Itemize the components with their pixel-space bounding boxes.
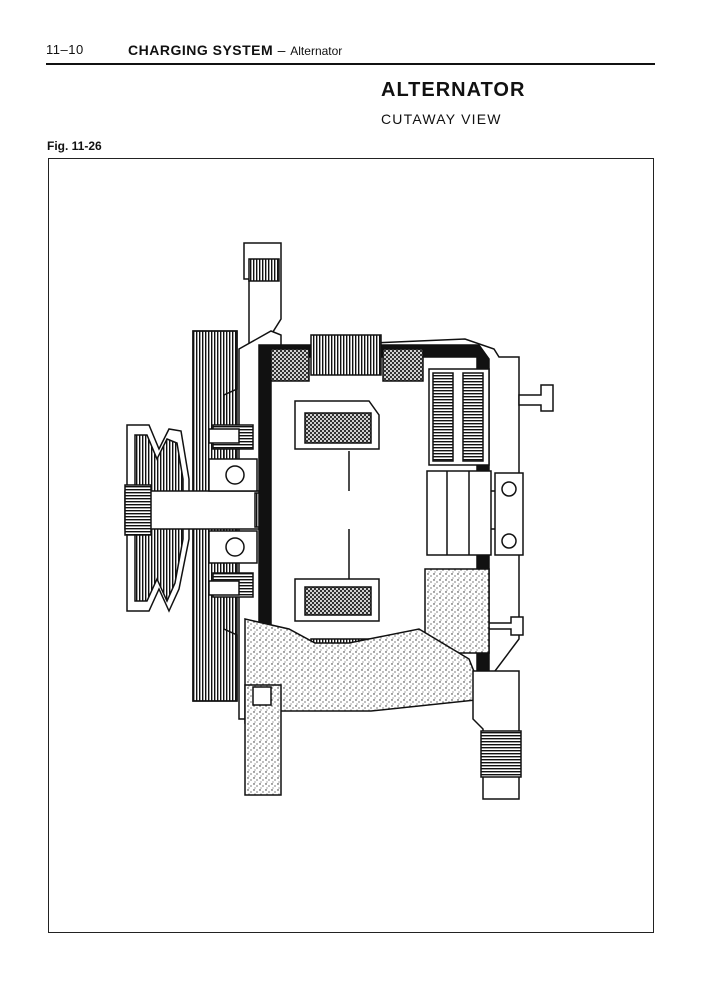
stator-core-top — [310, 334, 382, 376]
page-header: 11–10 CHARGING SYSTEM – Alternator — [46, 42, 655, 62]
slip-rings — [426, 470, 492, 556]
section-subtitle: Alternator — [290, 44, 343, 58]
page-number: 11–10 — [46, 42, 84, 57]
top-bushing — [248, 258, 280, 282]
section-separator: – — [277, 42, 286, 58]
header-rule — [46, 63, 655, 65]
page-title: ALTERNATOR — [381, 79, 526, 101]
terminal-bolt-bottom — [488, 616, 524, 636]
page-subtitle: CUTAWAY VIEW — [381, 111, 502, 127]
figure-frame — [48, 158, 654, 933]
terminal-bolt-top — [518, 384, 554, 412]
alternator-cutaway-illustration — [124, 242, 554, 800]
section-heading: CHARGING SYSTEM – Alternator — [128, 42, 342, 58]
figure-label: Fig. 11-26 — [47, 139, 102, 153]
section-title: CHARGING SYSTEM — [128, 42, 274, 58]
bottom-mount-bracket — [244, 684, 282, 796]
